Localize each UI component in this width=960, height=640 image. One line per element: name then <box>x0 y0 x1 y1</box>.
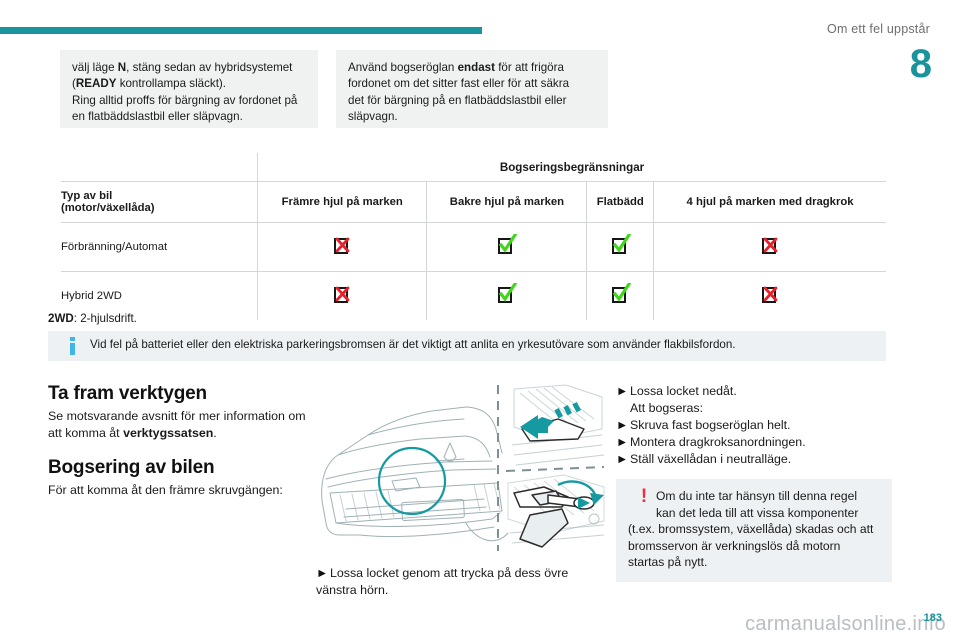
table-group-header: Bogseringsbegränsningar <box>257 153 886 182</box>
table-column-header: 4 hjul på marken med dragkrok <box>653 181 886 223</box>
illustration-column: ►Lossa locket genom att trycka på dess ö… <box>316 383 606 598</box>
table-row-header-label: Typ av bil (motor/växellåda) <box>61 181 258 223</box>
illustration-caption-text: Lossa locket genom att trycka på dess öv… <box>316 566 569 597</box>
legend-definition: : 2-hjulsdrift. <box>73 312 137 325</box>
list-item: Att bogseras: <box>616 400 892 417</box>
note-box-hybrid-system: välj läge N, stäng sedan av hybridsystem… <box>60 50 318 128</box>
towing-steps-list: ►Lossa locket nedåt.Att bogseras:►Skruva… <box>616 383 892 468</box>
note-box-towing-eye: Använd bogseröglan endast för att frigör… <box>336 50 608 128</box>
table-column-header: Flatbädd <box>586 181 655 223</box>
table-cell-mark <box>426 271 588 320</box>
page-number: 183 <box>923 612 942 624</box>
cross-icon <box>761 285 779 304</box>
chapter-number: 8 <box>909 42 932 86</box>
table-cell-mark <box>653 222 886 272</box>
list-item: ►Skruva fast bogseröglan helt. <box>616 417 892 434</box>
list-item: ►Ställ växellådan i neutralläge. <box>616 451 892 468</box>
tools-paragraph: Se motsvarande avsnitt för mer informati… <box>48 409 306 440</box>
check-icon <box>498 283 518 304</box>
warning-box: ! Om du inte tar hänsyn till denna regel… <box>616 479 892 582</box>
section-heading-towing: Bogsering av bilen <box>48 457 215 478</box>
table-row-label: Förbränning/Automat <box>61 222 258 272</box>
list-item: ►Lossa locket nedåt. <box>616 383 892 400</box>
list-item-label: Lossa locket nedåt. <box>630 384 737 398</box>
table-column-header: Bakre hjul på marken <box>426 181 588 223</box>
table-group-header-row: Bogseringsbegränsningar <box>61 153 886 182</box>
table-cell-mark <box>586 222 655 272</box>
left-text-column: Ta fram verktygen Se motsvarande avsnitt… <box>48 383 318 499</box>
bullet-icon: ► <box>616 418 629 432</box>
bullet-icon: ► <box>316 566 329 580</box>
header-accent-rule <box>0 27 482 34</box>
illustration-caption: ►Lossa locket genom att trycka på dess ö… <box>316 565 606 598</box>
list-item: ►Montera dragkroksanordningen. <box>616 434 892 451</box>
right-text-column: ►Lossa locket nedåt.Att bogseras:►Skruva… <box>616 383 892 582</box>
table-cell-mark <box>653 271 886 320</box>
bullet-icon: ► <box>616 384 629 398</box>
table-row: Förbränning/Automat <box>61 222 886 272</box>
site-watermark: carmanualsonline.info <box>745 613 946 635</box>
table-row: Hybrid 2WD <box>61 271 886 320</box>
check-icon <box>611 283 631 304</box>
table-cell-mark <box>256 271 428 320</box>
table-row-label: Hybrid 2WD <box>61 271 258 320</box>
chapter-title: Om ett fel uppstår <box>827 22 930 36</box>
cross-icon <box>333 236 351 255</box>
info-strip: Vid fel på batteriet eller den elektrisk… <box>48 331 886 361</box>
table-cell-mark <box>586 271 655 320</box>
exclamation-icon: ! <box>640 486 648 507</box>
bullet-icon: ► <box>616 435 629 449</box>
table-column-header: Främre hjul på marken <box>256 181 428 223</box>
info-strip-text: Vid fel på batteriet eller den elektrisk… <box>90 338 736 351</box>
list-item-label: Skruva fast bogseröglan helt. <box>630 418 791 432</box>
list-item-label: Ställ växellådan i neutralläge. <box>630 452 792 466</box>
table-cell-mark <box>426 222 588 272</box>
table-header-row: Typ av bil (motor/växellåda) Främre hjul… <box>61 181 886 223</box>
cross-icon <box>333 285 351 304</box>
table-cell-mark <box>256 222 428 272</box>
note-line: välj läge N, stäng sedan av hybridsystem… <box>72 61 298 124</box>
section-heading-tools: Ta fram verktygen <box>48 383 207 404</box>
check-icon <box>611 234 631 255</box>
check-icon <box>498 234 518 255</box>
list-item-label: Montera dragkroksanordningen. <box>630 435 806 449</box>
front-towing-eye-cover-illustration <box>316 383 606 555</box>
table-corner-cell <box>61 153 258 182</box>
note-line: Använd bogseröglan endast för att frigör… <box>348 61 570 124</box>
legend-abbr: 2WD <box>48 312 74 325</box>
legend-2wd: 2WD: 2-hjulsdrift. <box>48 312 137 325</box>
info-icon <box>70 337 75 355</box>
cross-icon <box>761 236 779 255</box>
towing-limits-table: Bogseringsbegränsningar Typ av bil (moto… <box>61 153 886 320</box>
towing-paragraph: För att komma åt den främre skruvgängen: <box>48 483 283 497</box>
list-item-label: Att bogseras: <box>630 401 704 415</box>
bullet-icon: ► <box>616 452 629 466</box>
